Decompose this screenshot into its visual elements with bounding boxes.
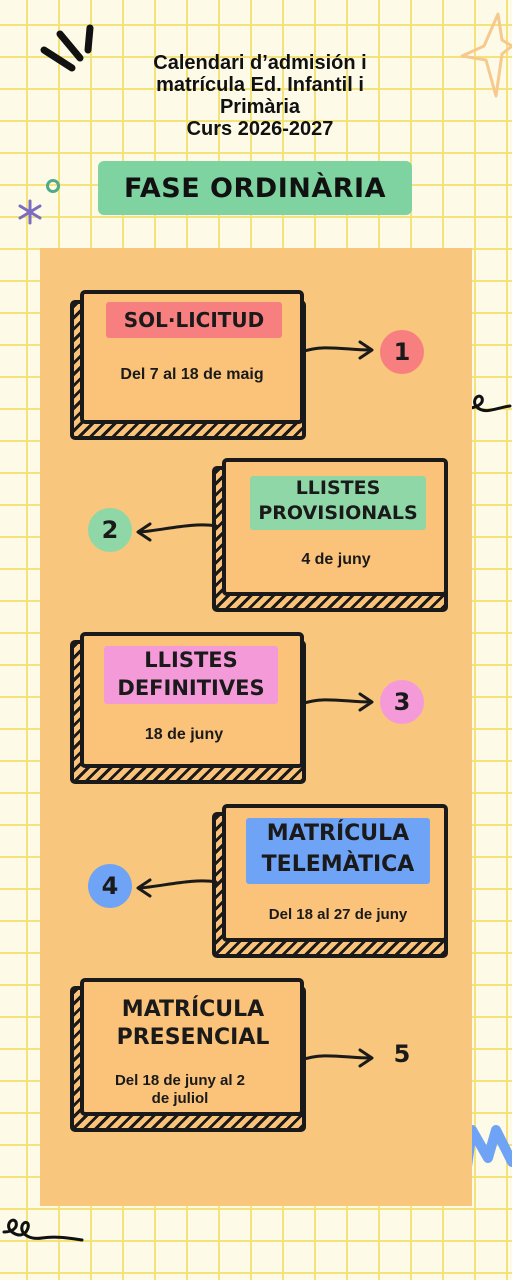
title-line-4: Curs 2026-2027 xyxy=(186,118,334,140)
step-5-date-line-1: Del 18 de juny al 2 xyxy=(114,1072,246,1089)
step-5-title-line-1: MATRÍCULA xyxy=(121,997,265,1022)
step-5-number: 5 xyxy=(393,1040,411,1068)
step-5-title-line-2: PRESENCIAL xyxy=(116,1025,270,1050)
burst-lines-icon xyxy=(40,24,94,72)
arrow-right-icon xyxy=(300,340,374,360)
title-line-2: matrícula Ed. Infantil i xyxy=(156,74,364,96)
arrow-right-icon xyxy=(300,692,374,712)
arrow-left-icon xyxy=(136,878,218,898)
step-5-date-line-2: de juliol xyxy=(151,1090,209,1107)
step-3-date: 18 de juny xyxy=(144,726,224,743)
step-5-card xyxy=(80,978,304,1116)
step-2-number: 2 xyxy=(88,508,132,552)
step-1-title: SOL·LICITUD xyxy=(106,302,282,338)
step-2-title-line-2: PROVISIONALS xyxy=(258,502,418,524)
ring-icon xyxy=(46,179,60,193)
step-1-number: 1 xyxy=(380,330,424,374)
asterisk-icon xyxy=(18,199,42,225)
arrow-right-icon xyxy=(300,1048,374,1068)
step-5-date: Del 18 de juny al 2 de juliol xyxy=(100,1072,260,1108)
page-title: Calendari d’admisión i matrícula Ed. Inf… xyxy=(110,52,410,140)
arrow-left-icon xyxy=(136,522,218,542)
step-3-number: 3 xyxy=(380,680,424,724)
step-2-title: LLISTES PROVISIONALS xyxy=(250,476,426,530)
step-4-title: MATRÍCULA TELEMÀTICA xyxy=(246,818,430,884)
title-line-3: Primària xyxy=(219,96,301,118)
star-burst-icon xyxy=(460,12,512,98)
step-4-title-line-1: MATRÍCULA xyxy=(266,821,410,846)
step-3-title-line-1: LLISTES xyxy=(144,648,238,672)
squiggle-left-icon xyxy=(2,1218,84,1242)
title-line-1: Calendari d’admisión i xyxy=(153,52,367,74)
step-1-date: Del 7 al 18 de maig xyxy=(120,366,264,383)
step-2-title-line-1: LLISTES xyxy=(295,477,381,499)
step-3-title: LLISTES DEFINITIVES xyxy=(104,646,278,704)
step-5-title: MATRÍCULA PRESENCIAL xyxy=(104,996,282,1054)
phase-badge: FASE ORDINÀRIA xyxy=(98,161,412,215)
step-4-number: 4 xyxy=(88,864,132,908)
squiggle-right-icon xyxy=(466,394,512,413)
step-4-date: Del 18 al 27 de juny xyxy=(268,906,408,923)
step-4-title-line-2: TELEMÀTICA xyxy=(261,852,415,877)
step-2-date: 4 de juny xyxy=(301,551,371,568)
step-3-title-line-2: DEFINITIVES xyxy=(117,676,265,700)
